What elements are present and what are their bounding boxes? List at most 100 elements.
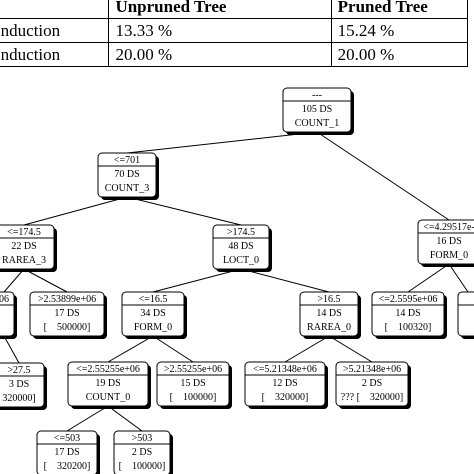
tree-edge bbox=[107, 335, 154, 363]
tree-node: >5.21348e+06 2 DS ??? [ 320000] bbox=[335, 361, 411, 409]
node-count: 3 DS bbox=[9, 379, 29, 390]
tree-node: --- 105 DS COUNT_1 bbox=[282, 87, 354, 135]
node-condition: <=2.5595e+06 bbox=[379, 294, 438, 305]
node-count: 14 DS bbox=[316, 308, 341, 319]
node-attribute: RAREA_0 bbox=[307, 322, 351, 333]
node-count: 12 DS bbox=[272, 378, 297, 389]
node-count: 15 DS bbox=[180, 378, 205, 389]
node-condition: <=701 bbox=[114, 155, 140, 166]
node-count: 22 DS bbox=[11, 241, 36, 252]
tree-node: <=4.29517e- 16 DS FORM_0 bbox=[417, 219, 474, 267]
tree-edge bbox=[126, 196, 242, 226]
node-condition: >174.5 bbox=[227, 227, 255, 238]
table-header-pruned: Pruned Tree bbox=[330, 0, 469, 19]
node-box bbox=[299, 291, 359, 337]
tree-node: >174.5 48 DS LOCT_0 bbox=[212, 224, 272, 272]
node-count: 19 DS bbox=[95, 378, 120, 389]
tree-node bbox=[457, 291, 474, 339]
node-condition: >503 bbox=[132, 433, 153, 444]
results-table: Unpruned Tree Pruned Tree Induction 13.3… bbox=[0, 0, 469, 67]
node-attribute: FORM_0 bbox=[430, 250, 468, 261]
node-attribute: COUNT_3 bbox=[105, 183, 149, 194]
table-row-label: Induction bbox=[0, 42, 110, 67]
tree-node: >2.53899e+06 17 DS [ 500000] bbox=[29, 291, 107, 339]
node-condition: <=174.5 bbox=[7, 227, 41, 238]
node-condition: <=16.5 bbox=[139, 294, 168, 305]
table-cell-pruned: 20.00 % bbox=[330, 42, 469, 67]
node-box bbox=[36, 430, 98, 474]
tree-nodes: --- 105 DS COUNT_1 <=701 70 DS COUNT_3 <=4.295… bbox=[0, 87, 474, 474]
node-attribute: [ 320000] bbox=[262, 392, 309, 403]
node-condition: <=4.29517e- bbox=[423, 222, 474, 233]
node-condition: >27.5 bbox=[7, 365, 30, 376]
node-box bbox=[244, 361, 326, 407]
node-condition: >5.21348e+06 bbox=[343, 364, 401, 375]
node-attribute: ??? [ 320000] bbox=[341, 392, 403, 403]
node-attribute: COUNT_1 bbox=[295, 118, 339, 129]
node-box bbox=[0, 291, 15, 337]
node-count: 34 DS bbox=[140, 308, 165, 319]
node-attribute: LOCT_0 bbox=[223, 255, 259, 266]
node-box bbox=[282, 87, 352, 133]
tree-node: >16.5 14 DS RAREA_0 bbox=[299, 291, 361, 339]
node-box bbox=[156, 361, 230, 407]
tree-edge bbox=[126, 131, 318, 154]
node-attribute: 320000] bbox=[2, 393, 35, 404]
tree-edge bbox=[152, 268, 242, 293]
tree-edge bbox=[107, 405, 143, 432]
node-condition: <=5.21348e+06 bbox=[253, 364, 317, 375]
node-condition: 06 bbox=[0, 294, 9, 305]
node-box bbox=[335, 361, 409, 407]
node-box bbox=[212, 224, 270, 270]
tree-edge bbox=[284, 335, 330, 363]
tree-edge bbox=[328, 335, 373, 363]
node-condition: <=2.55255e+06 bbox=[76, 364, 140, 375]
node-count: 105 DS bbox=[302, 104, 332, 115]
tree-edge bbox=[66, 405, 109, 432]
tree-edge bbox=[316, 131, 450, 221]
node-count: 2 DS bbox=[362, 378, 382, 389]
tree-edge bbox=[3, 268, 25, 293]
table-header-row: Unpruned Tree Pruned Tree bbox=[0, 0, 469, 19]
tree-edge bbox=[23, 196, 128, 226]
node-count: 16 DS bbox=[436, 236, 461, 247]
node-attribute: [ 500000] bbox=[44, 322, 91, 333]
tree-node: <=2.55255e+06 19 DS COUNT_0 bbox=[67, 361, 151, 409]
node-box bbox=[457, 291, 474, 337]
tree-node: <=701 70 DS COUNT_3 bbox=[97, 152, 159, 200]
node-condition: >2.53899e+06 bbox=[38, 294, 96, 305]
tree-node: <=16.5 34 DS FORM_0 bbox=[121, 291, 187, 339]
tree-node: <=5.21348e+06 12 DS [ 320000] bbox=[244, 361, 328, 409]
node-condition: >16.5 bbox=[317, 294, 340, 305]
table-cell-pruned: 15.24 % bbox=[330, 18, 469, 43]
tree-edge bbox=[407, 263, 450, 293]
node-count: 70 DS bbox=[114, 169, 139, 180]
node-box bbox=[67, 361, 149, 407]
node-condition: >2.55255e+06 bbox=[164, 364, 222, 375]
node-condition: --- bbox=[312, 90, 322, 101]
tree-edge bbox=[448, 263, 469, 293]
node-box bbox=[97, 152, 157, 198]
table-row: Induction 20.00 % 20.00 % bbox=[0, 42, 469, 67]
tree-edge bbox=[23, 268, 68, 293]
node-box bbox=[0, 224, 55, 270]
node-attribute: FORM_0 bbox=[134, 322, 172, 333]
table-header-unpruned: Unpruned Tree bbox=[108, 0, 332, 19]
tree-edge bbox=[152, 335, 194, 363]
tree-edge bbox=[3, 335, 20, 364]
node-attribute: COUNT_0 bbox=[86, 392, 130, 403]
node-count: 17 DS bbox=[54, 308, 79, 319]
node-attribute: [ 100320] bbox=[385, 322, 432, 333]
node-box bbox=[0, 362, 45, 408]
node-box bbox=[371, 291, 445, 337]
node-count: 48 DS bbox=[228, 241, 253, 252]
tree-node: 06 bbox=[0, 291, 17, 339]
node-condition: <=503 bbox=[54, 433, 80, 444]
table-cell-unpruned: 20.00 % bbox=[108, 42, 332, 67]
node-box bbox=[29, 291, 105, 337]
